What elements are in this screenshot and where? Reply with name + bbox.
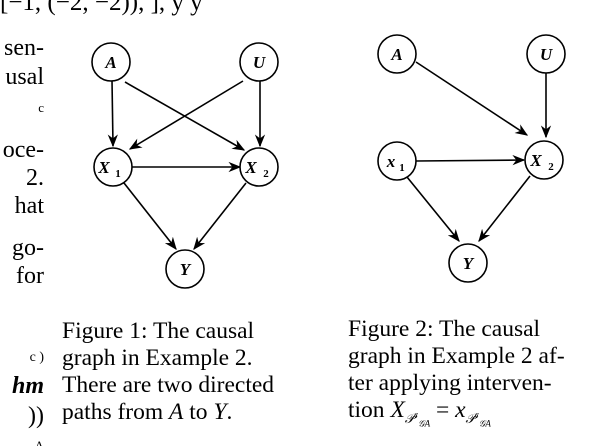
left-text-line: )) <box>28 403 44 429</box>
edge-X2-Y <box>193 182 247 251</box>
edge-A-X2 <box>415 61 529 136</box>
caption-line: tion X𝒫c𝒢A = x𝒫c𝒢A <box>348 397 596 438</box>
caption-text: to <box>183 399 214 425</box>
left-text-line: c <box>38 100 44 115</box>
left-text-line: A <box>34 438 44 446</box>
edge-U-X1 <box>128 80 244 150</box>
node-X2-label: X <box>244 158 257 177</box>
node-Y: Y <box>165 249 205 289</box>
caption-text: = <box>430 397 456 423</box>
caption-line: There are two directed <box>62 372 275 398</box>
caption-line: Figure 1: The causal <box>62 318 255 344</box>
node-U: U <box>526 34 566 74</box>
node-A-label: A <box>390 45 402 64</box>
left-text-line: c ) <box>29 350 44 365</box>
left-text-line: for <box>16 263 44 289</box>
left-text-line: hat <box>14 193 44 219</box>
edge-A-X1 <box>107 79 118 148</box>
caption-line: graph in Example 2 af- <box>348 343 565 369</box>
figure2-graph: A U x 1 X 2 Y <box>377 34 566 283</box>
node-A: A <box>91 42 131 82</box>
caption-math-subscript: 𝒫c𝒢A <box>465 409 491 429</box>
top-clipped-text: [−1, (−2, −2)), ], y y <box>0 0 203 16</box>
caption-math-Y: Y <box>213 399 227 425</box>
left-body-text-column: sen- usal c oce- 2. hat go- for c ) hm )… <box>0 0 44 446</box>
node-X1-subscript: 1 <box>115 168 121 180</box>
left-text-line: hm <box>11 373 44 399</box>
edge-x1-X2 <box>415 154 526 166</box>
caption-math-x: x <box>455 397 466 423</box>
figure1-graph: A U X 1 X 2 Y <box>91 42 279 289</box>
caption-text: tion <box>348 397 391 423</box>
node-X2-subscript: 2 <box>263 168 269 180</box>
left-text-line: sen- <box>4 35 44 61</box>
left-text-line: oce- <box>2 137 44 163</box>
node-x1-label: x <box>386 152 396 171</box>
node-A-label: A <box>104 53 116 72</box>
node-x1-subscript: 1 <box>399 162 405 174</box>
caption-math-subscript: 𝒫c𝒢A <box>404 409 431 429</box>
caption-text: paths from <box>62 399 170 425</box>
figure1-caption: Figure 1: The causal graph in Example 2.… <box>62 318 314 426</box>
left-text-line: 2. <box>26 165 44 191</box>
caption-line: paths from A to Y. <box>62 399 314 426</box>
node-U: U <box>239 42 279 82</box>
node-X1-label: X <box>97 158 110 177</box>
node-Y-label: Y <box>180 260 192 279</box>
node-Y: Y <box>448 243 488 283</box>
caption-math-X: X <box>390 397 405 423</box>
node-X2-label: X <box>529 151 542 170</box>
node-X2: X 2 <box>239 147 279 187</box>
edge-X1-Y <box>123 182 177 251</box>
node-Y-label: Y <box>463 254 475 273</box>
node-X2-subscript: 2 <box>548 161 554 173</box>
edge-x1-Y <box>406 176 460 242</box>
node-A: A <box>377 34 417 74</box>
node-X1: X 1 <box>93 147 133 187</box>
caption-line: ter applying interven- <box>348 370 552 396</box>
caption-line: Figure 2: The causal <box>348 316 541 342</box>
node-U-label: U <box>253 53 266 72</box>
figure2-caption: Figure 2: The causal graph in Example 2 … <box>348 316 596 438</box>
caption-math-A: A <box>169 399 184 425</box>
caption-text: . <box>226 399 233 425</box>
edge-X2-Y <box>478 175 531 243</box>
node-X2: X 2 <box>524 140 564 180</box>
node-U-label: U <box>540 45 553 64</box>
caption-line: graph in Example 2. <box>62 345 253 371</box>
left-text-line: usal <box>5 64 44 90</box>
node-x1: x 1 <box>377 141 417 181</box>
left-text-line: go- <box>12 235 44 261</box>
